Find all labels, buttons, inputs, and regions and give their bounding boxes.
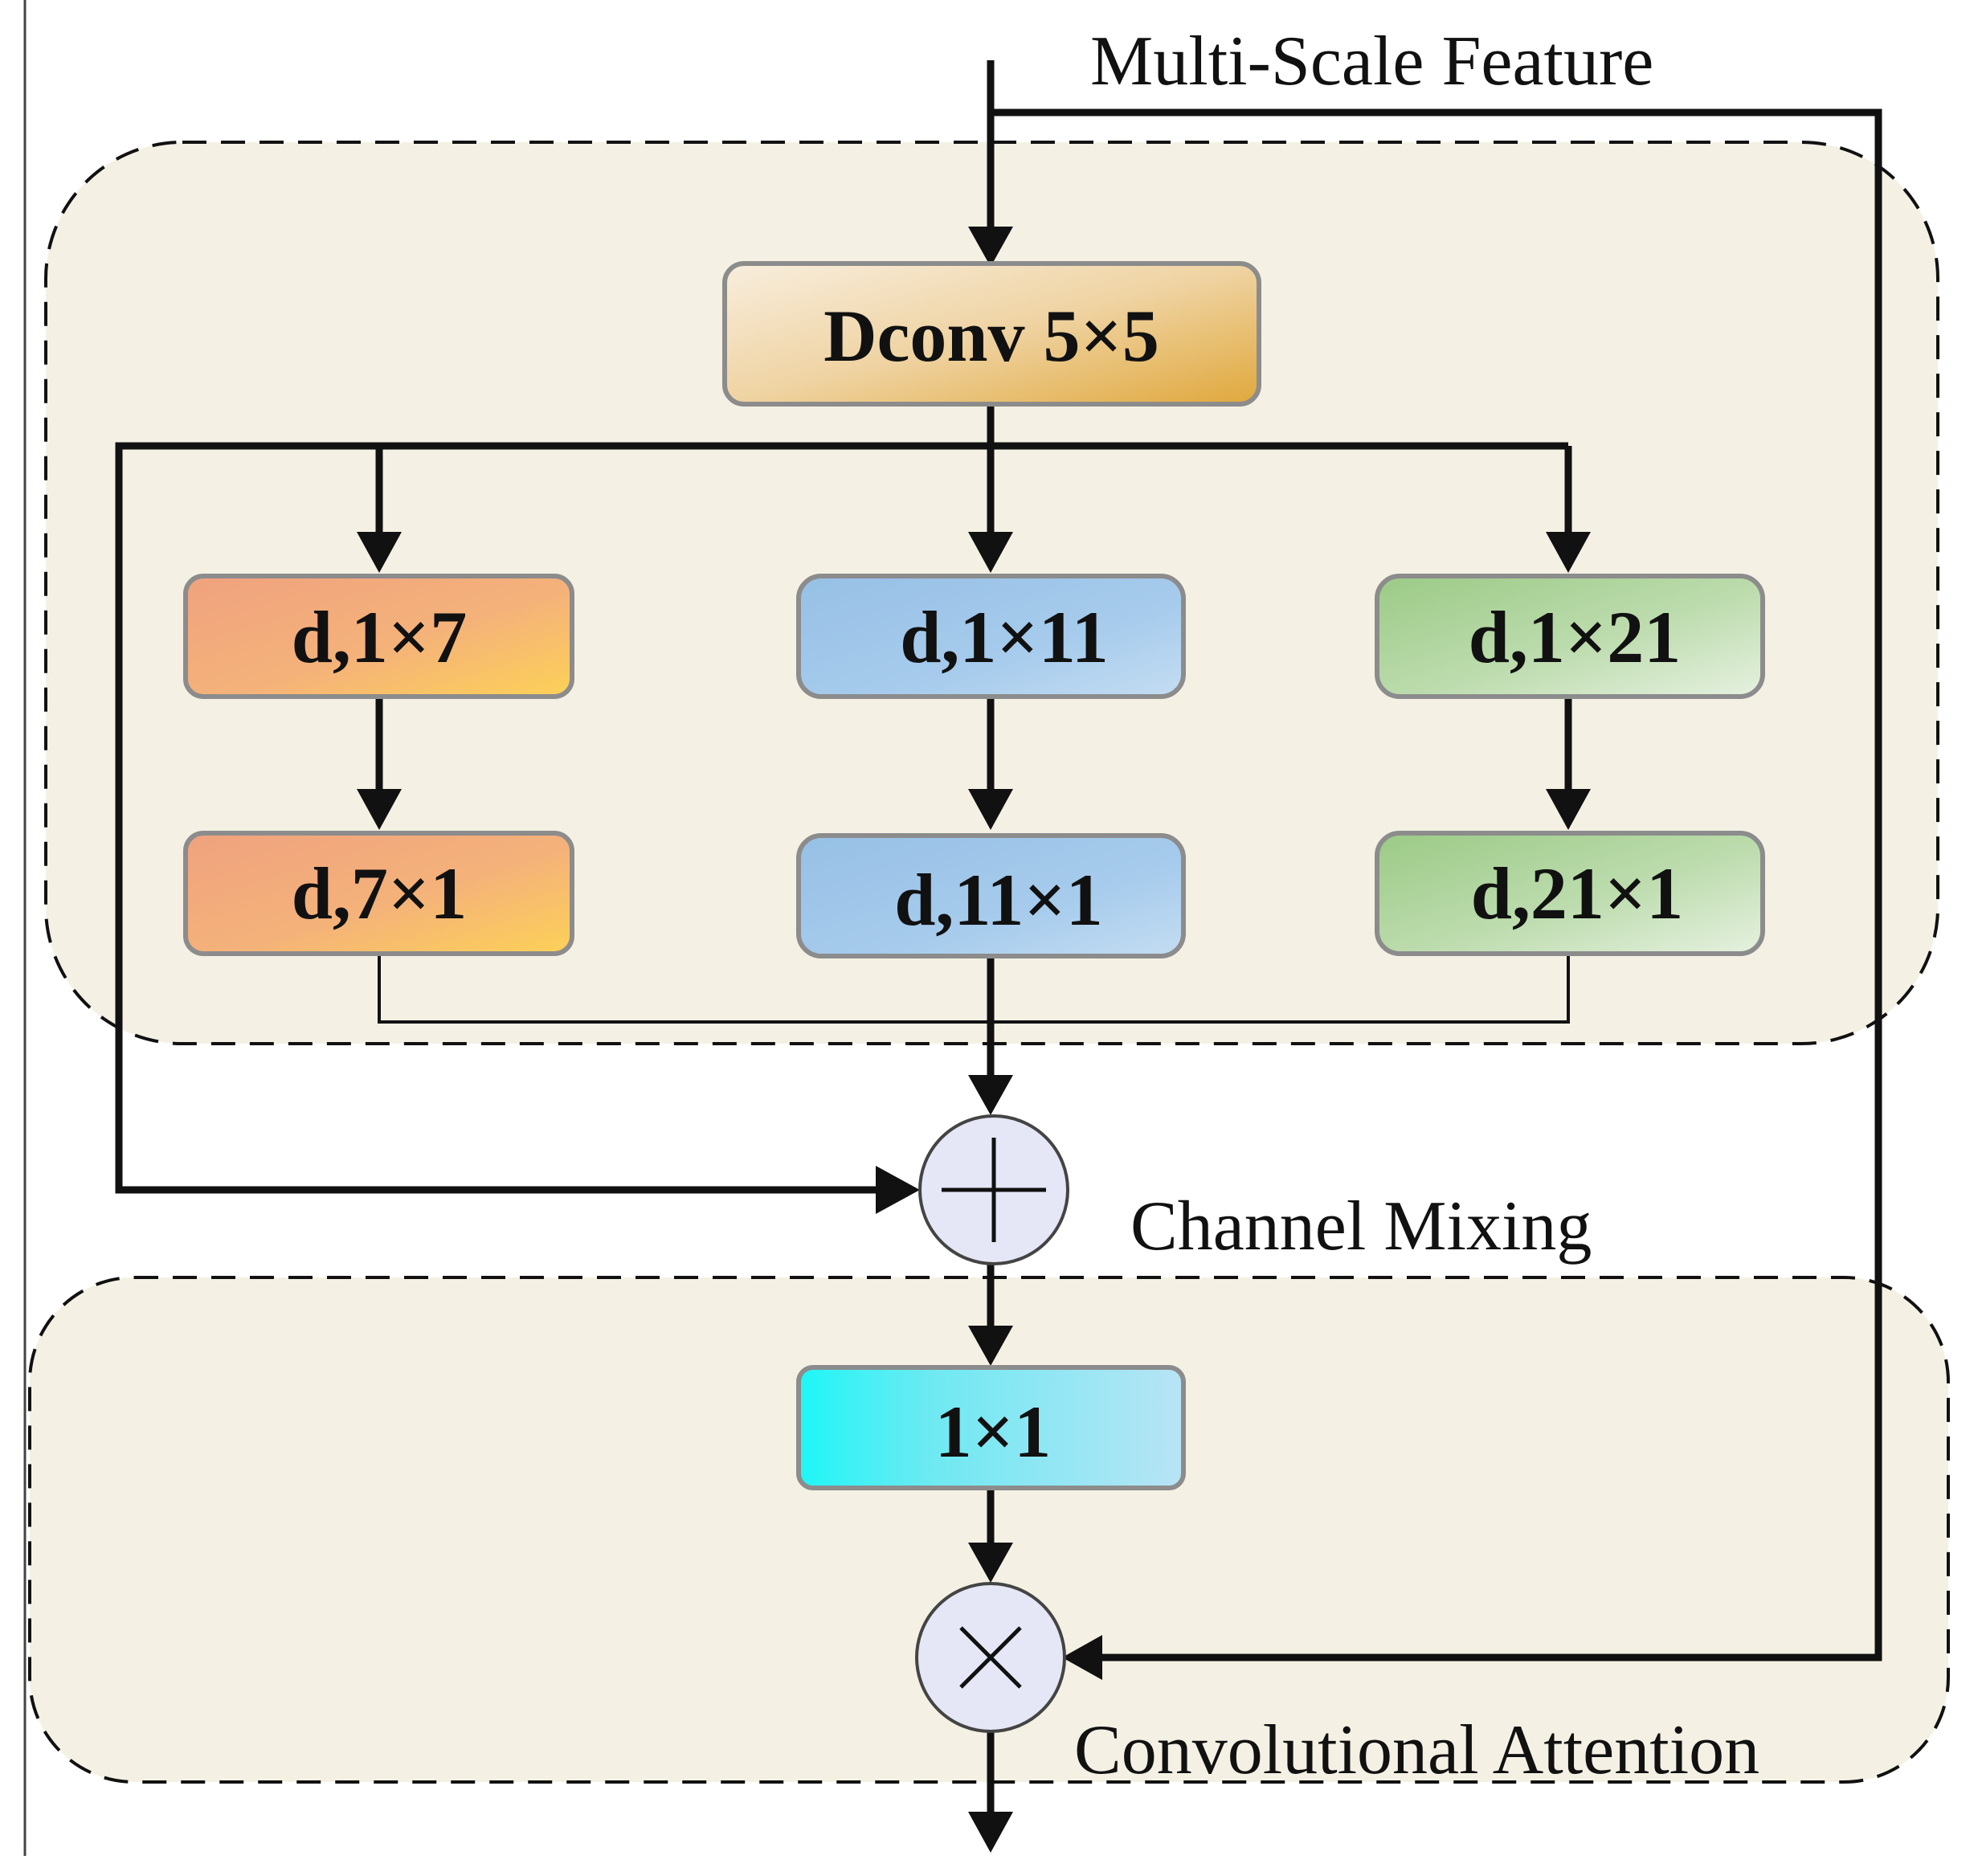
plus-icon <box>942 1138 1046 1242</box>
branch1-top-label: d,1×7 <box>292 596 468 678</box>
branch1-bottom-block: d,7×1 <box>183 831 574 956</box>
convolutional-attention-label: Convolutional Attention <box>1074 1711 1759 1789</box>
multiply-operator <box>915 1582 1066 1733</box>
times-icon <box>959 1626 1022 1689</box>
branch2-bottom-label: d,11×1 <box>894 859 1103 941</box>
input-label: Multi-Scale Feature <box>1090 22 1653 100</box>
branch2-top-label: d,1×11 <box>900 596 1109 678</box>
branch3-top-block: d,1×21 <box>1375 574 1765 699</box>
branch2-bottom-block: d,11×1 <box>796 833 1186 958</box>
channel-mixing-label: Channel Mixing <box>1130 1187 1592 1265</box>
branch1-top-block: d,1×7 <box>183 574 574 699</box>
dconv-block: Dconv 5×5 <box>722 261 1261 407</box>
pointwise-label: 1×1 <box>935 1391 1051 1473</box>
dconv-label: Dconv 5×5 <box>823 295 1159 377</box>
branch3-bottom-block: d,21×1 <box>1375 831 1765 956</box>
merge-connector <box>378 952 1570 1024</box>
branch2-top-block: d,1×11 <box>796 574 1186 699</box>
branch3-bottom-label: d,21×1 <box>1471 852 1684 934</box>
add-operator <box>918 1114 1069 1265</box>
branch1-bottom-label: d,7×1 <box>292 852 468 934</box>
connector-lines <box>115 60 1882 1816</box>
branch3-top-label: d,1×21 <box>1469 596 1682 678</box>
pointwise-block: 1×1 <box>796 1365 1186 1490</box>
arrowheads <box>357 227 1591 1853</box>
